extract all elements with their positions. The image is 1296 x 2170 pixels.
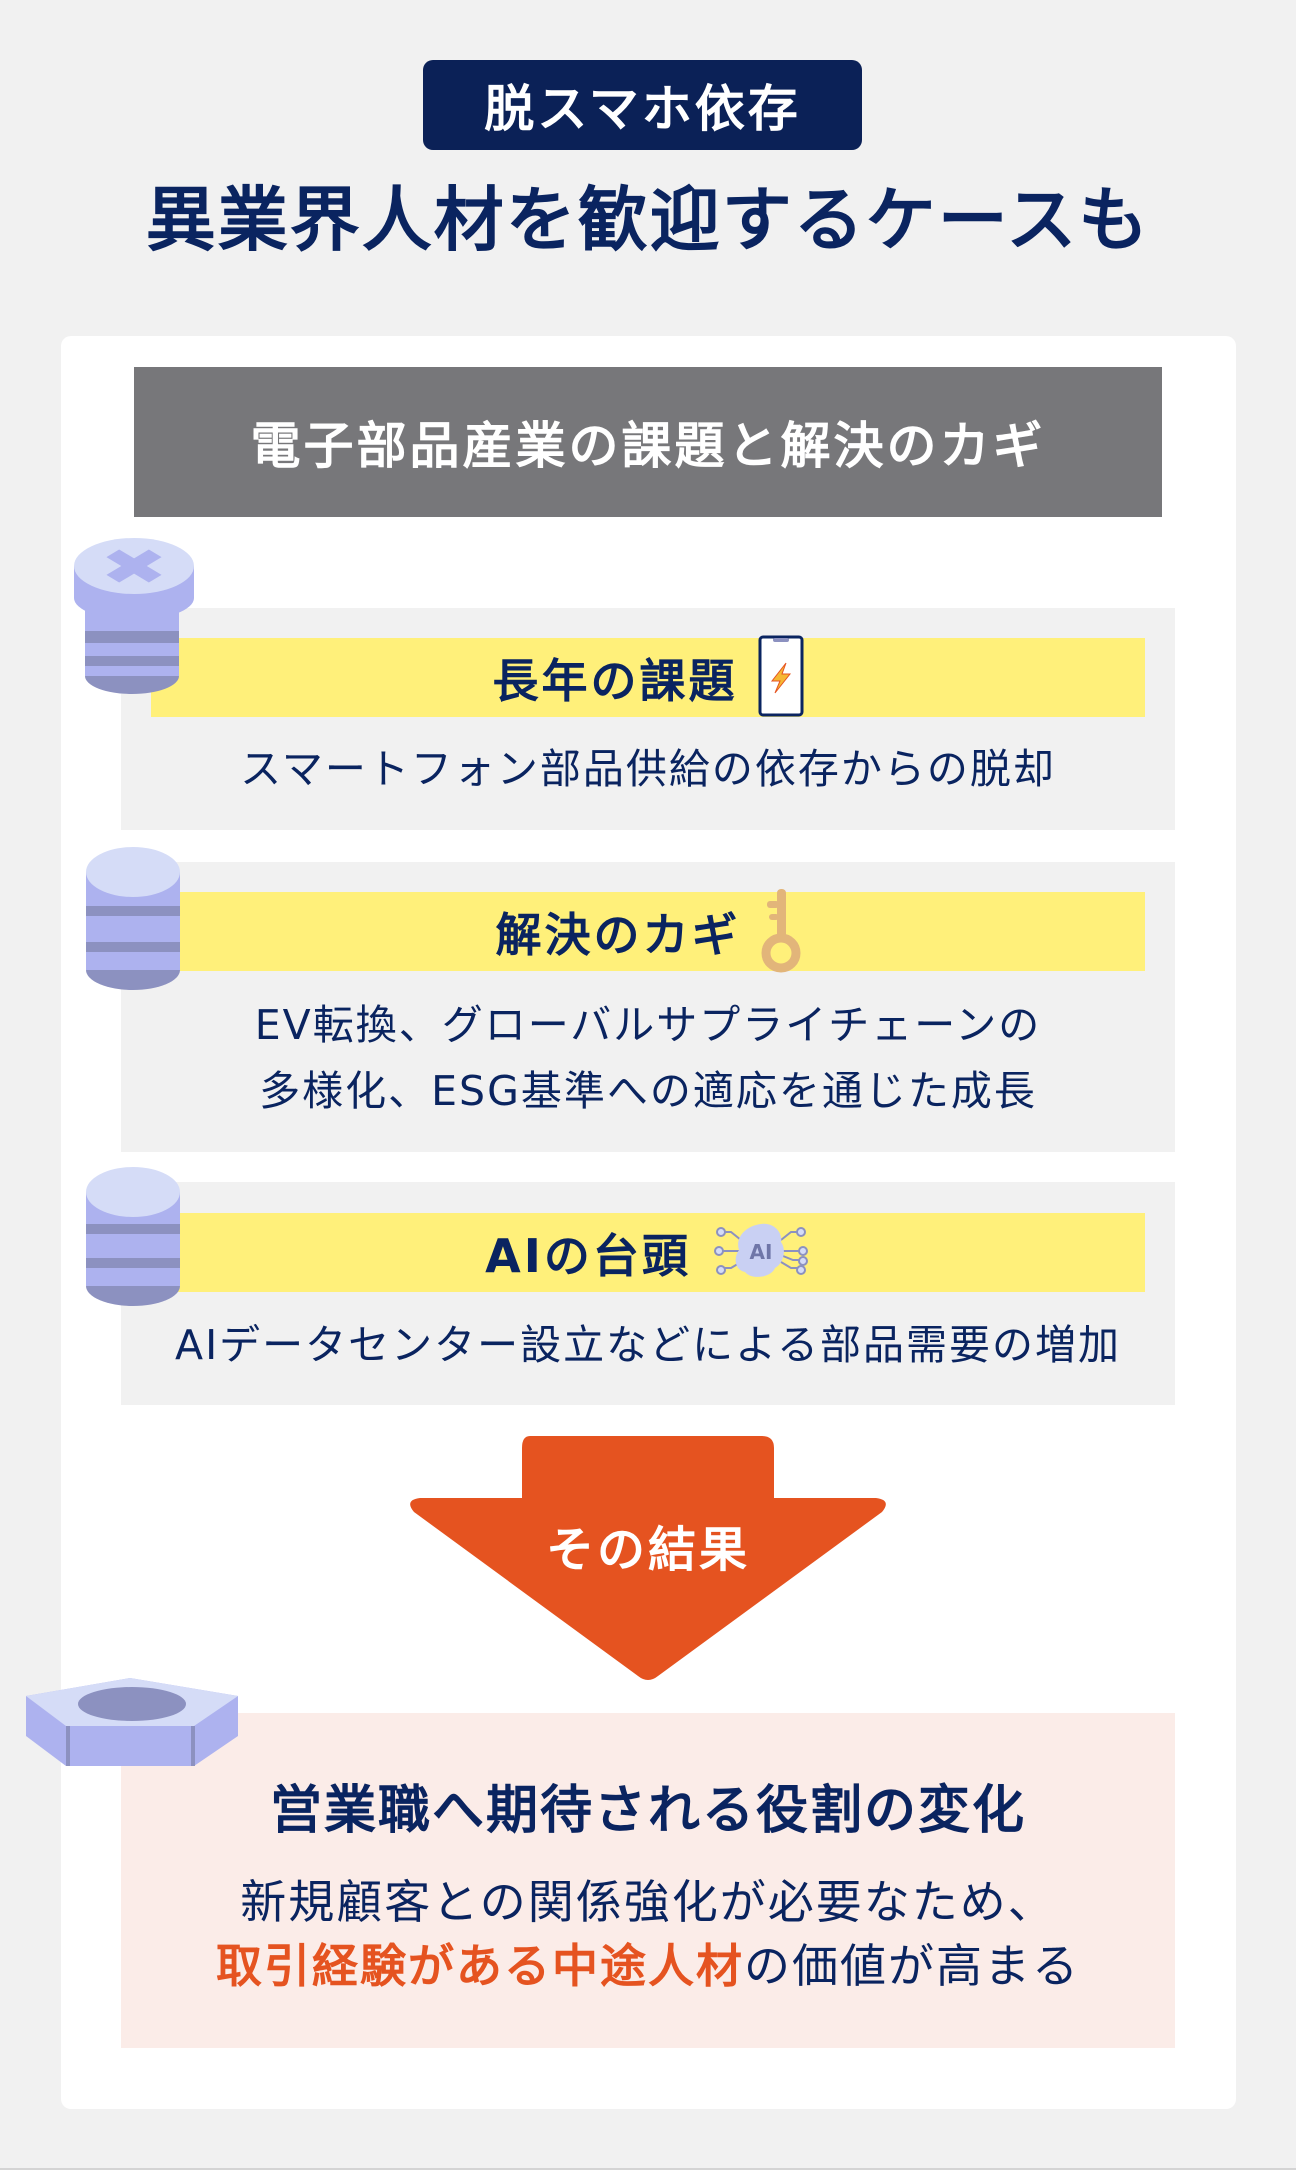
item-body-key: EV転換、グローバルサプライチェーンの 多様化、ESG基準への適応を通じた成長 xyxy=(121,992,1175,1124)
result-line-2: 取引経験がある中途人材の価値が高まる xyxy=(121,1934,1175,1998)
smartphone-lightning-icon xyxy=(758,635,804,721)
item-title: 解決のカギ xyxy=(495,907,741,962)
item-body-line: スマートフォン部品供給の依存からの脱却 xyxy=(240,745,1056,793)
result-box xyxy=(121,1713,1175,2048)
page-title: 異業界人材を歓迎するケースも xyxy=(145,179,1151,261)
item-body-line: 多様化、ESG基準への適応を通じた成長 xyxy=(259,1067,1037,1115)
section-title: 電子部品産業の課題と解決のカギ xyxy=(250,417,1046,475)
bottom-divider xyxy=(0,2168,1296,2170)
down-arrow-icon xyxy=(400,1430,896,1690)
item-body-line: AIデータセンター設立などによる部品需要の増加 xyxy=(175,1321,1121,1369)
item-body-line: EV転換、グローバルサプライチェーンの xyxy=(254,1001,1042,1049)
category-badge: 脱スマホ依存 xyxy=(423,60,862,150)
item-title: AIの台頭 xyxy=(485,1228,691,1283)
item-title: 長年の課題 xyxy=(492,653,738,708)
arrow-label: その結果 xyxy=(545,1522,750,1578)
result-line-2-rest: の価値が高まる xyxy=(744,1939,1080,1993)
hex-nut-icon xyxy=(26,1678,240,1774)
item-body-challenge: スマートフォン部品供給の依存からの脱却 xyxy=(121,736,1175,802)
svg-text:AI: AI xyxy=(749,1240,772,1264)
cylinder-stack-icon xyxy=(85,846,181,996)
result-body: 新規顧客との関係強化が必要なため、 取引経験がある中途人材の価値が高まる xyxy=(121,1870,1175,1998)
ai-chip-icon: AI xyxy=(711,1218,811,1288)
result-highlight: 取引経験がある中途人材 xyxy=(216,1939,744,1993)
badge-label: 脱スマホ依存 xyxy=(484,80,801,138)
result-line-1: 新規顧客との関係強化が必要なため、 xyxy=(240,1875,1056,1929)
screw-icon xyxy=(72,536,196,700)
key-icon xyxy=(761,887,801,977)
section-header: 電子部品産業の課題と解決のカギ xyxy=(134,367,1162,517)
cylinder-stack-icon xyxy=(85,1166,181,1312)
result-title: 営業職へ期待される役割の変化 xyxy=(269,1781,1026,1841)
item-title-bar-key: 解決のカギ xyxy=(151,888,1145,972)
item-title-bar-ai: AIの台頭 AI xyxy=(151,1213,1145,1292)
item-title-bar-challenge: 長年の課題 xyxy=(151,635,1145,717)
item-body-ai: AIデータセンター設立などによる部品需要の増加 xyxy=(121,1312,1175,1378)
